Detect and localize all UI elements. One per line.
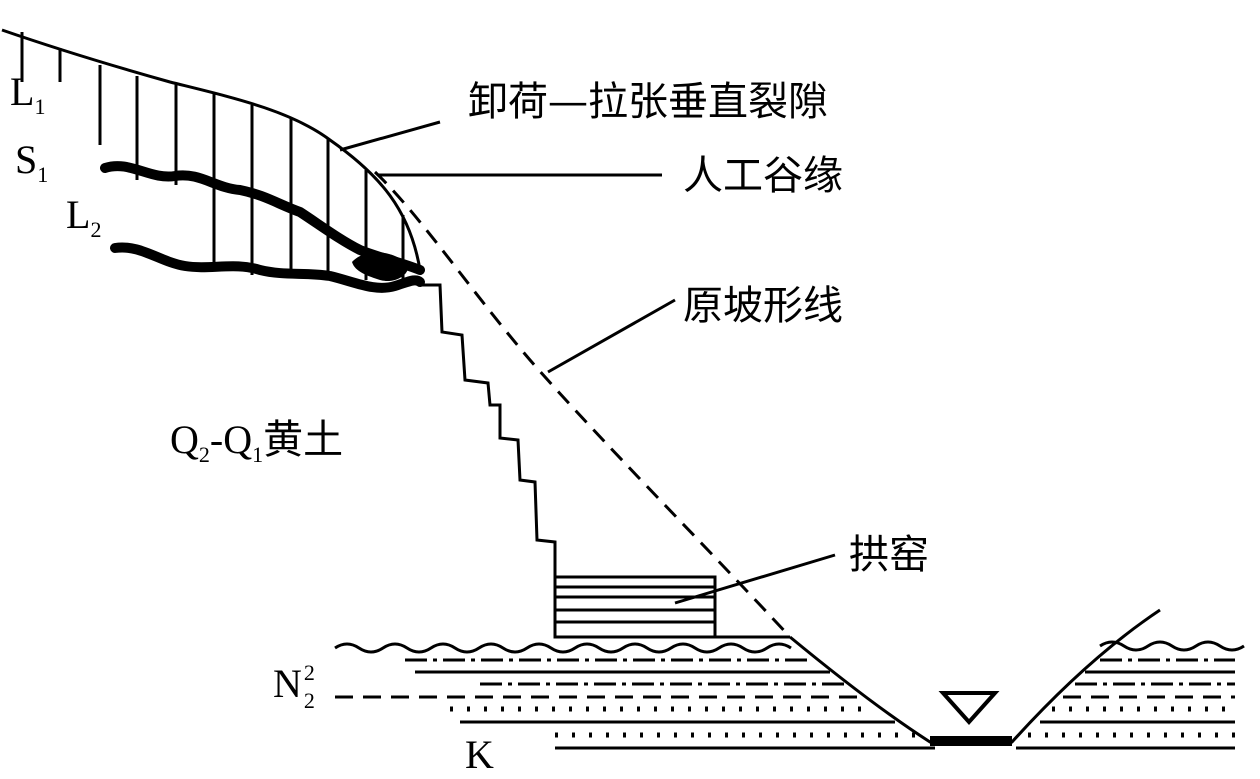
- original-slope-dashed-line: [373, 170, 792, 639]
- label-loess: Q2-Q1黄土: [170, 417, 344, 467]
- label-layer-S1: S1: [15, 137, 49, 187]
- leader-arch-cave: [674, 553, 836, 605]
- paleosol-band-lower: [110, 242, 425, 293]
- vertical-cracks: [20, 32, 405, 280]
- label-artificial-valley-edge: 人工谷缘: [683, 153, 843, 199]
- label-cretaceous: K: [465, 732, 494, 777]
- label-unloading-cracks: 卸荷—拉张垂直裂隙: [468, 79, 828, 125]
- ground-surface-line: [1, 28, 422, 271]
- leader-unloading-cracks: [339, 120, 441, 152]
- water-level-triangle-icon: [938, 691, 1000, 725]
- river-water: [930, 736, 1012, 746]
- label-layer-L2: L2: [66, 192, 102, 242]
- neogene-strata-left: [335, 658, 935, 750]
- label-arch-cave: 拱窑: [849, 532, 929, 578]
- paleosol-band-lower-blob: [352, 252, 408, 281]
- label-original-slope-line: 原坡形线: [683, 283, 843, 329]
- arch-cave-shape: [553, 575, 717, 639]
- leader-lines: [339, 120, 836, 605]
- unconformity-wavy-line-right: [1099, 640, 1245, 652]
- paleosol-band-upper: [100, 161, 425, 275]
- leader-original-slope: [547, 298, 676, 374]
- neogene-strata-right: [1016, 658, 1235, 750]
- stepped-cut-slope: [420, 283, 790, 639]
- label-layer-L1: L1: [10, 69, 46, 119]
- unconformity-wavy-line-left: [334, 642, 792, 654]
